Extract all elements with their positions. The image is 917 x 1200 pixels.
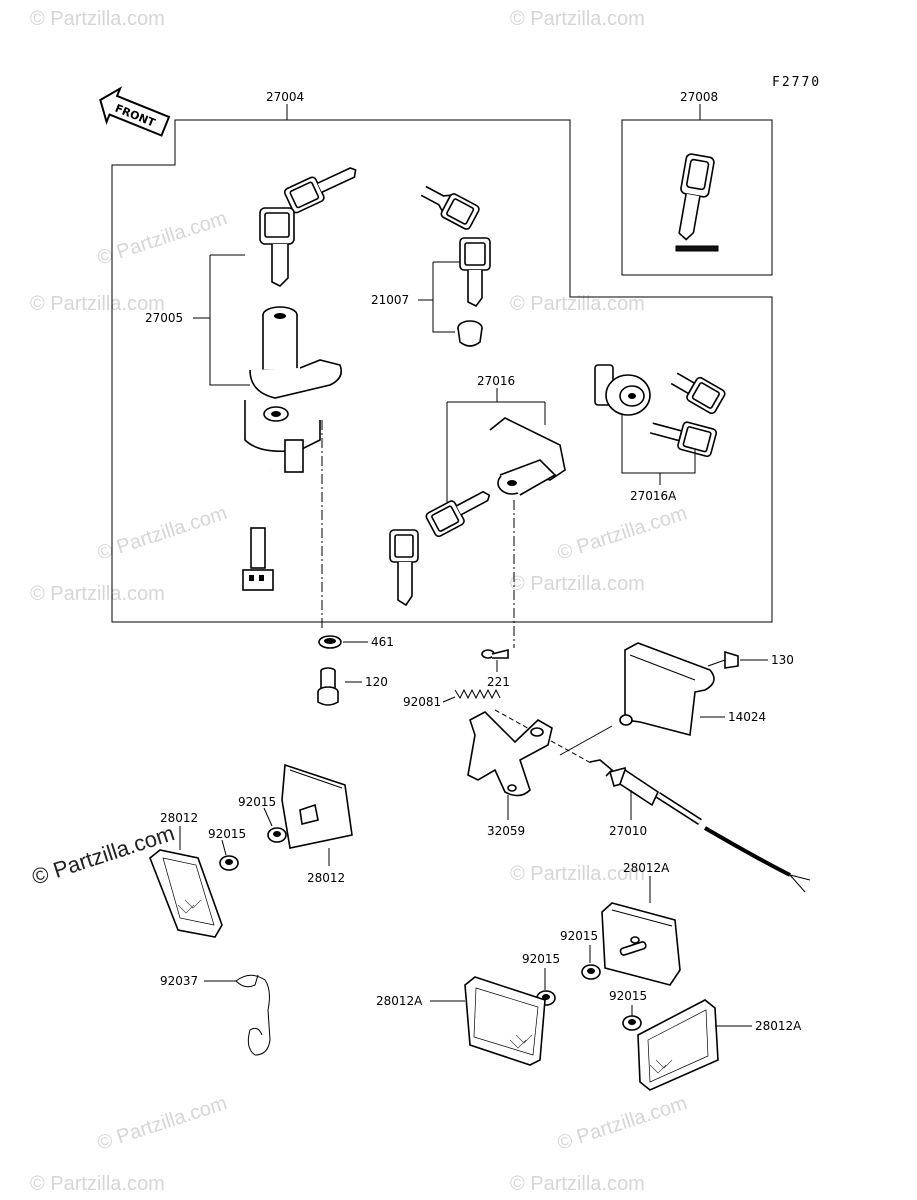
part-label-28012-a: 28012 [160, 811, 198, 825]
part-label-28012A-left: 28012A [376, 994, 423, 1008]
bolt-icon [317, 667, 339, 706]
bracket-line [621, 415, 696, 474]
part-label-28012A-right: 28012A [755, 1019, 802, 1033]
group-frame-27008 [621, 119, 773, 276]
watermark-text: © Partzilla.com [555, 502, 690, 565]
part-label-32059: 32059 [487, 824, 525, 838]
watermark-text: © Partzilla.com [510, 293, 645, 315]
nut-icon [267, 827, 287, 843]
part-label-92015-d: 92015 [522, 952, 560, 966]
part-label-461: 461 [371, 635, 394, 649]
part-label-27010: 27010 [609, 824, 647, 838]
reflector-icon [464, 976, 546, 1066]
part-label-28012-b: 28012 [307, 871, 345, 885]
key-pair-icon [649, 372, 726, 458]
part-label-92015-a: 92015 [238, 795, 276, 809]
part-label-27004: 27004 [266, 90, 304, 104]
leader-line [559, 725, 613, 756]
part-label-27016A: 27016A [630, 489, 677, 503]
part-label-27016: 27016 [477, 374, 515, 388]
clip-icon [235, 974, 271, 1056]
diagram-code: F2770 [772, 75, 821, 90]
key-pair-icon [420, 185, 491, 308]
key-pair-icon [389, 490, 491, 607]
part-label-92015-b: 92015 [208, 827, 246, 841]
watermark-text: © Partzilla.com [510, 863, 645, 885]
nut-icon [622, 1015, 642, 1031]
leader-line [442, 696, 456, 703]
part-label-92037: 92037 [160, 974, 198, 988]
part-label-92081: 92081 [403, 695, 441, 709]
watermark-text: © Partzilla.com [510, 8, 645, 30]
watermark-text: © Partzilla.com [95, 207, 230, 270]
stop-switch-icon [589, 759, 811, 893]
watermark-text: © Partzilla.com [30, 583, 165, 605]
part-label-130: 130 [771, 653, 794, 667]
watermark-text: © Partzilla.com [555, 1092, 690, 1155]
watermark-text: © Partzilla.com [30, 1173, 165, 1195]
part-label-27005: 27005 [145, 311, 183, 325]
part-label-92015-c: 92015 [560, 929, 598, 943]
ignition-switch-icon [242, 306, 343, 591]
watermark-text: © Partzilla.com [510, 1173, 645, 1195]
watermark-text: © Partzilla.com [30, 293, 165, 315]
helmet-lock-icon [594, 364, 651, 416]
part-label-21007: 21007 [371, 293, 409, 307]
ignition-key-icon [259, 167, 357, 287]
group-frame-27004 [111, 119, 773, 623]
lock-cylinder-icon [457, 320, 483, 347]
watermark-text: © Partzilla.com [30, 8, 165, 30]
switch-cover-icon [619, 642, 715, 737]
part-label-27008: 27008 [680, 90, 718, 104]
watermark-text: © Partzilla.com [510, 573, 645, 595]
spring-icon [454, 688, 501, 700]
reflector-icon [637, 999, 719, 1091]
reflector-icon [149, 849, 223, 938]
bolt-icon [707, 650, 739, 669]
key-tag [675, 245, 719, 252]
part-label-221: 221 [487, 675, 510, 689]
front-arrow-icon: FRONT [99, 86, 171, 137]
washer-icon [318, 635, 342, 649]
nut-icon [219, 855, 239, 871]
leader-line [221, 839, 227, 856]
key-icon [678, 153, 715, 241]
clip-icon [235, 974, 259, 988]
bracket-icon [467, 711, 553, 797]
seat-lock-icon [489, 417, 566, 496]
leader-line [263, 807, 273, 827]
reflector-bracket-icon [281, 763, 353, 849]
watermarks: © Partzilla.com © Partzilla.com © Partzi… [29, 8, 690, 1195]
screw-icon [481, 648, 509, 659]
bracket-line [209, 254, 250, 386]
bracket-line [432, 261, 460, 333]
watermark-text: © Partzilla.com [95, 1092, 230, 1155]
reflector-bracket-icon [601, 902, 681, 986]
part-label-28012A-top: 28012A [623, 861, 670, 875]
nut-icon [581, 964, 601, 980]
part-label-14024: 14024 [728, 710, 766, 724]
part-label-92015-e: 92015 [609, 989, 647, 1003]
part-label-120: 120 [365, 675, 388, 689]
watermark-text: © Partzilla.com [95, 502, 230, 565]
bracket-line [446, 401, 546, 510]
